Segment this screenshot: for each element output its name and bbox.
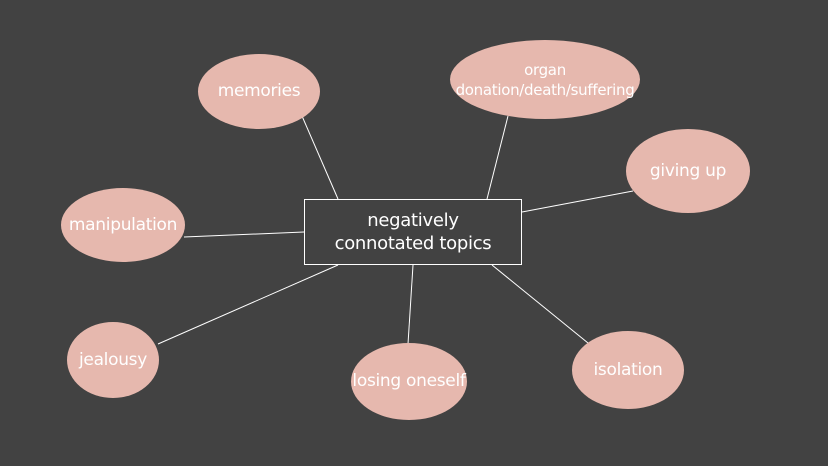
link-manipulation (183, 231, 305, 238)
node-losing-oneself: losing oneself (351, 343, 467, 420)
link-losing-oneself (407, 264, 414, 345)
link-isolation (491, 264, 589, 344)
node-label: giving up (649, 160, 727, 181)
link-jealousy (157, 264, 339, 345)
central-topic: negatively connotated topics (304, 199, 522, 265)
node-jealousy: jealousy (67, 322, 159, 398)
node-label: isolation (593, 359, 663, 380)
node-label: manipulation (68, 214, 178, 235)
node-isolation: isolation (572, 331, 684, 409)
node-giving-up: giving up (626, 129, 750, 213)
node-label: memories (217, 81, 301, 101)
central-topic-label: negatively connotated topics (334, 210, 492, 254)
node-label: losing oneself (352, 371, 466, 391)
node-label: organ donation/death/suffering (455, 60, 635, 99)
node-memories: memories (198, 54, 320, 129)
link-memories (301, 115, 339, 200)
link-giving-up (521, 190, 634, 213)
node-manipulation: manipulation (61, 188, 185, 262)
node-organ-donation: organ donation/death/suffering (450, 40, 640, 119)
link-organ (486, 115, 509, 200)
node-label: jealousy (78, 349, 147, 370)
